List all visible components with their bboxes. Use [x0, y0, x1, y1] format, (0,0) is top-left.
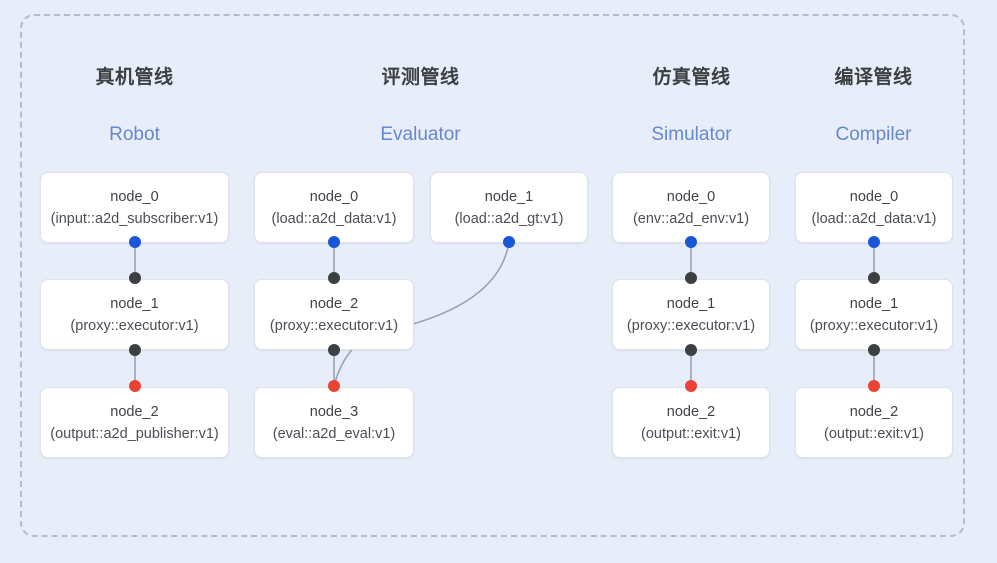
- node-spec: (output::a2d_publisher:v1): [50, 425, 219, 442]
- node-spec: (output::exit:v1): [824, 425, 924, 442]
- node-spec: (proxy::executor:v1): [269, 317, 399, 334]
- node-spec: (load::a2d_gt:v1): [454, 210, 564, 227]
- node-robot-0[interactable]: node_0 (input::a2d_subscriber:v1): [40, 172, 229, 243]
- node-title: node_0: [110, 188, 159, 205]
- node-title: node_1: [849, 295, 899, 312]
- node-spec: (proxy::executor:v1): [70, 317, 199, 334]
- node-title: node_1: [110, 295, 159, 312]
- column-header-simulator-en: Simulator: [651, 124, 732, 145]
- node-evaluator-3[interactable]: node_3 (eval::a2d_eval:v1): [254, 387, 414, 458]
- column-header-compiler-en: Compiler: [835, 124, 912, 145]
- node-title: node_2: [849, 403, 899, 420]
- node-title: node_2: [666, 403, 716, 420]
- node-spec: (eval::a2d_eval:v1): [272, 425, 396, 442]
- node-title: node_0: [849, 188, 899, 205]
- diagram-dashed-frame: [20, 14, 965, 537]
- node-simulator-1[interactable]: node_1 (proxy::executor:v1): [612, 279, 770, 350]
- node-compiler-1[interactable]: node_1 (proxy::executor:v1): [795, 279, 953, 350]
- node-evaluator-1[interactable]: node_1 (load::a2d_gt:v1): [430, 172, 588, 243]
- node-compiler-0[interactable]: node_0 (load::a2d_data:v1): [795, 172, 953, 243]
- node-title: node_0: [666, 188, 716, 205]
- node-title: node_2: [110, 403, 159, 420]
- column-header-robot-cn: 真机管线: [95, 67, 174, 88]
- node-robot-2[interactable]: node_2 (output::a2d_publisher:v1): [40, 387, 229, 458]
- node-title: node_3: [309, 403, 359, 420]
- node-title: node_1: [484, 188, 534, 205]
- node-spec: (env::a2d_env:v1): [632, 210, 750, 227]
- node-title: node_2: [309, 295, 359, 312]
- column-header-evaluator-en: Evaluator: [380, 124, 461, 145]
- node-spec: (input::a2d_subscriber:v1): [50, 210, 219, 227]
- node-title: node_0: [309, 188, 359, 205]
- node-simulator-2[interactable]: node_2 (output::exit:v1): [612, 387, 770, 458]
- node-spec: (proxy::executor:v1): [809, 317, 939, 334]
- node-spec: (output::exit:v1): [641, 425, 741, 442]
- node-evaluator-2[interactable]: node_2 (proxy::executor:v1): [254, 279, 414, 350]
- node-spec: (load::a2d_data:v1): [811, 210, 937, 227]
- column-header-simulator-cn: 仿真管线: [652, 67, 731, 88]
- node-simulator-0[interactable]: node_0 (env::a2d_env:v1): [612, 172, 770, 243]
- node-robot-1[interactable]: node_1 (proxy::executor:v1): [40, 279, 229, 350]
- column-header-robot-en: Robot: [109, 124, 160, 145]
- column-header-evaluator-cn: 评测管线: [381, 67, 460, 88]
- node-spec: (proxy::executor:v1): [626, 317, 756, 334]
- node-evaluator-0[interactable]: node_0 (load::a2d_data:v1): [254, 172, 414, 243]
- node-spec: (load::a2d_data:v1): [271, 210, 397, 227]
- node-title: node_1: [666, 295, 716, 312]
- node-compiler-2[interactable]: node_2 (output::exit:v1): [795, 387, 953, 458]
- column-header-compiler-cn: 编译管线: [834, 67, 913, 88]
